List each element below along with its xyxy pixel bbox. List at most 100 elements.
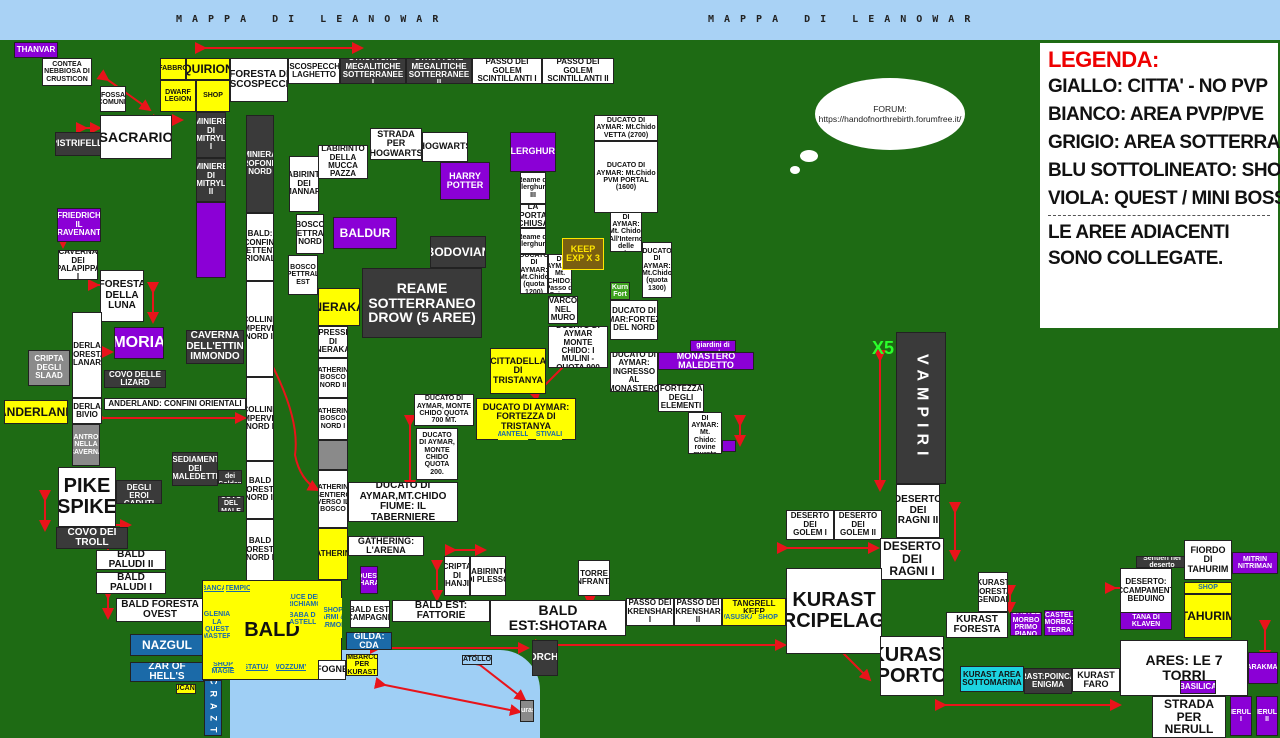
- area-bald-foresta-ovest[interactable]: BALD FORESTA OVEST: [116, 598, 204, 622]
- area-quest-kharal[interactable]: QUEST KHARAL: [360, 566, 378, 594]
- area-kurn-fort[interactable]: Kurn Fort: [610, 282, 630, 300]
- area-vampiri[interactable]: VAMPIRI: [896, 332, 946, 484]
- area-fortezza-nord[interactable]: DUCATO DI AYMAR:FORTEZZA DEL NORD: [610, 300, 658, 340]
- area-miniere-1[interactable]: MINIERE DI MITRYL I: [196, 112, 226, 158]
- area-thanvar[interactable]: THANVAR: [14, 42, 58, 58]
- area-krenshar-1[interactable]: PASSO DEI KRENSHAR I: [626, 598, 674, 626]
- area-ares[interactable]: ARES: LE 7 TORRI: [1120, 640, 1248, 696]
- npc-vasuska[interactable]: VASUSKA: [724, 613, 752, 623]
- area-miniere-2[interactable]: MINIERE DI MITRYL II: [196, 158, 226, 202]
- area-caverna-ettin[interactable]: CAVERNA DELL'ETTIN IMMONDO: [186, 330, 244, 364]
- area-reame-drow[interactable]: REAME SOTTERRANEO DROW (5 AREE): [362, 268, 482, 338]
- area-strutture-1[interactable]: STRUTTURE MEGALITICHE SOTTERRANEE I: [340, 58, 406, 84]
- area-cave[interactable]: Cave dei Golden: [218, 470, 242, 484]
- area-kurast-poincare[interactable]: KURAST:POINCARE ENIGMA: [1024, 668, 1072, 694]
- area-pistrifelli[interactable]: PISTRIFELLI: [55, 132, 101, 156]
- area-strada-nerull[interactable]: STRADA PER NERULL: [1152, 696, 1226, 738]
- area-varco[interactable]: VARCO NEL MURO: [548, 296, 578, 324]
- area-gathering-nord-2[interactable]: GATHERING BOSCO NORD II: [318, 358, 348, 398]
- area-monastero-giardini[interactable]: Monastero: giardini di scuola: [690, 340, 736, 352]
- area-gathering-arena[interactable]: GATHERING: L'ARENA: [348, 536, 424, 556]
- area-fabbro[interactable]: FABBRO: [160, 58, 186, 80]
- area-anderland-confini[interactable]: ANDERLAND: CONFINI ORIENTALI: [104, 398, 246, 410]
- npc-wozzumy[interactable]: WOZZUMY: [276, 662, 306, 674]
- area-kurast-foresta[interactable]: KURAST FORESTA: [946, 612, 1008, 638]
- area-moria[interactable]: MORIA: [114, 327, 164, 359]
- npc-luce[interactable]: LUCE DEL RICHIAMO: [290, 590, 318, 612]
- area-tana-klaven[interactable]: TANA DI KLAVEN: [1120, 612, 1172, 630]
- area-labirinto-mannari[interactable]: LABIRINTO DEI MANNARI: [289, 156, 319, 212]
- area-labirinto-mucca[interactable]: LABIRINTO DELLA MUCCA PAZZA: [318, 145, 368, 179]
- area-contea[interactable]: CONTEA NEBBIOSA DI CRUSTICON: [42, 58, 92, 86]
- area-bald-foresta-2[interactable]: BALD FORESTA NORD II: [246, 461, 274, 519]
- area-bald-paludi-1[interactable]: BALD PALUDI I: [96, 572, 166, 594]
- area-nazgul[interactable]: NAZGUL: [130, 634, 204, 656]
- area-cripta-slaad[interactable]: CRIPTA DEGLI SLAAD: [28, 350, 70, 386]
- area-mithril[interactable]: MITRIN NITRIMAN: [1232, 552, 1278, 574]
- area-ducato-vetta[interactable]: DUCATO DI AYMAR: Mt.Chido VETTA (2700): [594, 115, 658, 141]
- area-nerull-1[interactable]: NERULL I: [1230, 696, 1252, 736]
- area-golem-1[interactable]: PASSO DEI GOLEM SCINTILLANTI I: [472, 58, 542, 84]
- area-baldur[interactable]: BALDUR: [333, 217, 397, 249]
- forum-url[interactable]: https://handofnorthrebirth.forumfree.it/: [818, 114, 962, 124]
- npc-statua[interactable]: STATUA: [246, 662, 268, 674]
- area-cittadella[interactable]: CITTADELLA DI TRISTANYA: [490, 348, 546, 394]
- area-fogne[interactable]: FOGNE: [318, 660, 346, 680]
- shop-tangrell[interactable]: SHOP: [756, 613, 780, 623]
- area-covo-lizard[interactable]: COVO DELLE LIZARD: [104, 370, 166, 388]
- area-bodovian[interactable]: BODOVIAN: [430, 236, 486, 268]
- area-bald-est-fattorie[interactable]: BALD EST: FATTORIE: [392, 600, 490, 622]
- area-sala-eroi[interactable]: SALA DEGLI EROI CADUTI: [116, 480, 162, 504]
- area-shotara[interactable]: BALD EST:SHOTARA: [490, 600, 626, 636]
- area-ducato-1300[interactable]: DUCATO DI AYMAR: Mt.Chido (quota 1300): [642, 242, 672, 298]
- area-ducato-pvm[interactable]: DUCATO DI AYMAR: Mt.Chido PVM PORTAL (16…: [594, 141, 658, 213]
- area-kurast-arcipelago[interactable]: KURAST ARCIPELAGO: [786, 568, 882, 654]
- area-ducato-200[interactable]: DUCATO DI AYMAR, MONTE CHIDO QUOTA 200.: [416, 428, 458, 480]
- area-boscospecchio-laghetto[interactable]: BOSCOSPECCHIO, LAGHETTO: [288, 58, 340, 84]
- area-golem-2[interactable]: PASSO DEI GOLEM SCINTILLANTI II: [542, 58, 614, 84]
- area-anderland[interactable]: ANDERLAND: [4, 400, 68, 424]
- area-sentieri[interactable]: Sentieri nel deserto: [1136, 556, 1188, 568]
- area-gathering-nord-1[interactable]: GATHERING BOSCO NORD I: [318, 398, 348, 440]
- area-caverna-palapippa[interactable]: CAVERNA DEI PALAPIPPA I: [58, 250, 98, 280]
- area-bosco-spettrale-nord[interactable]: BOSCO SPETTRALE NORD: [296, 214, 324, 254]
- area-kurast-faro[interactable]: KURAST FARO: [1072, 668, 1120, 692]
- area-foresta-luna[interactable]: FORESTA DELLA LUNA: [100, 270, 144, 322]
- area-neraka[interactable]: NERAKA: [318, 288, 360, 326]
- area-gathering-yellow[interactable]: GATHERING: [318, 528, 348, 580]
- area-colline-2[interactable]: COLLINE IMPERVIE NORD II: [246, 281, 274, 377]
- area-reame-elerghurn-3[interactable]: Reame di Elerghurn III: [520, 172, 546, 204]
- area-anderland-bivio[interactable]: ANDERLAND BIVIO: [72, 398, 102, 424]
- area-bald-foresta-1[interactable]: BALD FORESTA NORD I: [246, 519, 274, 581]
- area-deserto-ragni-2[interactable]: DESERTO DEI RAGNI II: [896, 484, 940, 538]
- area-ducato-rovine[interactable]: DUCATO DI AYMAR: Mt. Chido: rovine murat…: [688, 412, 722, 454]
- area-insediamento[interactable]: INSEDIAMENTO DEI MALEDETTI: [172, 452, 218, 486]
- area-basilica[interactable]: BASILICA: [1180, 680, 1216, 694]
- area-strutture-2[interactable]: STRUTTURE MEGALITICHE SOTTERRANEE II: [406, 58, 472, 84]
- area-pike-spike[interactable]: PIKE SPIKE: [58, 467, 116, 527]
- area-reame-elerghurn[interactable]: Reame di Elerghurn: [520, 228, 546, 254]
- area-kurast-sottomarina[interactable]: KURAST AREA SOTTOMARINA: [960, 666, 1024, 692]
- area-deserto-beduino[interactable]: DESERTO: ACCAMPAMENTO BEDUINO: [1120, 568, 1172, 614]
- area-cripta-hanji[interactable]: CRIPTA DI HANJI: [444, 556, 470, 596]
- area-gathering-grey[interactable]: [318, 440, 348, 470]
- area-pressi-neraka[interactable]: PRESSI DI NERAKA: [318, 326, 348, 358]
- area-antro[interactable]: ANTRO NELLA CAVERNA: [72, 424, 100, 466]
- area-atollo[interactable]: ATOLLO: [462, 655, 492, 665]
- area-elerghurn[interactable]: ELERGHURN: [510, 132, 556, 172]
- area-ducato-700[interactable]: DUCATO DI AYMAR, MONTE CHIDO QUOTA 700 M…: [414, 394, 474, 426]
- area-covo-male[interactable]: COVO DEL MALE: [218, 496, 244, 512]
- area-fortezza-elementi[interactable]: FORTEZZA DEGLI ELEMENTI: [658, 384, 704, 412]
- area-bald-paludi-2[interactable]: BALD PALUDI II: [96, 550, 166, 570]
- area-colline-1[interactable]: COLLINE IMPERVIE NORD I: [246, 377, 274, 461]
- area-sacrario[interactable]: SACRARIO: [100, 115, 172, 159]
- area-lucania[interactable]: LUCANIA: [176, 684, 196, 694]
- shop-stivali[interactable]: STIVALI: [536, 430, 562, 440]
- area-castel-morbo-2[interactable]: CASTEL MORBO: TERRA: [1044, 610, 1074, 636]
- area-foresta-boscospecchio[interactable]: FORESTA DI BOSCOSPECCHIO: [230, 58, 288, 102]
- area-kurast-boat[interactable]: Kurast: [520, 700, 534, 722]
- shop-banca[interactable]: BANCA: [204, 583, 224, 595]
- area-torre-infranta[interactable]: TORRE INFRANTA: [578, 560, 610, 596]
- forum-bubble[interactable]: FORUM:https://handofnorthrebirth.forumfr…: [815, 78, 965, 150]
- area-covo-troll[interactable]: COVO DEI TROLL: [56, 527, 128, 549]
